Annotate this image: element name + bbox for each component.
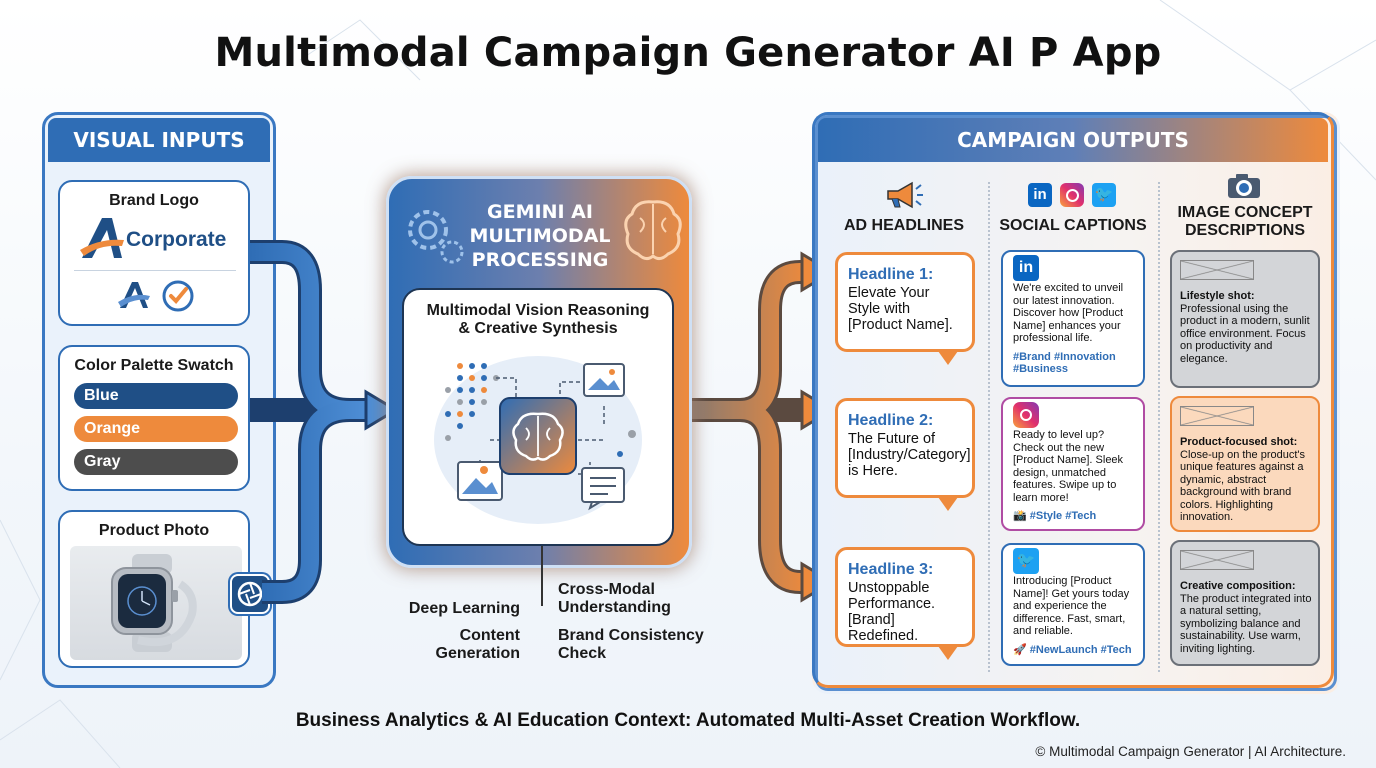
document-icon xyxy=(581,467,625,511)
swatch-blue: Blue xyxy=(74,383,238,409)
synthesis-title-line2: & Creative Synthesis xyxy=(458,320,618,337)
twitter-icon: 🐦 xyxy=(1092,183,1116,207)
brand-logo-card: Brand Logo Corporate xyxy=(58,180,250,326)
concept-creative-text: The product integrated into a natural se… xyxy=(1180,592,1312,655)
headline-2-text: The Future of [Industry/Category] is Her… xyxy=(848,431,971,479)
gemini-title-line2: MULTIMODAL xyxy=(469,225,611,247)
palette-title: Color Palette Swatch xyxy=(74,357,234,374)
concept-creative-label: Creative composition: xyxy=(1180,580,1296,592)
copyright-text: © Multimodal Campaign Generator | AI Arc… xyxy=(1035,744,1346,759)
visual-inputs-header: VISUAL INPUTS xyxy=(48,118,270,162)
feature-cross-modal-line2: Understanding xyxy=(558,599,671,616)
logo-divider xyxy=(74,270,236,271)
gemini-title: GEMINI AI MULTIMODAL PROCESSING xyxy=(440,200,640,272)
gemini-title-line1: GEMINI AI xyxy=(487,201,593,223)
headline-bubble-1: Headline 1: Elevate Your Style with [Pro… xyxy=(835,252,975,352)
caption-linkedin-text: We're excited to unveil our latest innov… xyxy=(1013,282,1124,344)
feature-cross-modal-line1: Cross-Modal xyxy=(558,581,655,598)
col-ad-headlines: AD HEADLINES xyxy=(843,217,964,234)
concept-creative-placeholder-icon xyxy=(1180,550,1254,570)
logo-mark-icon xyxy=(118,282,150,308)
campaign-outputs-frame xyxy=(812,112,1334,688)
col-image-concepts-line2: DESCRIPTIONS xyxy=(1184,222,1305,239)
ai-brain-chip-icon xyxy=(499,397,577,475)
concept-product-label: Product-focused shot: xyxy=(1180,436,1298,448)
instagram-icon xyxy=(1060,183,1084,207)
camera-icon xyxy=(1228,174,1260,198)
feature-content-generation-line2: Generation xyxy=(435,645,520,662)
col-image-concepts-line1: IMAGE CONCEPT xyxy=(1177,204,1313,221)
product-photo-card: Product Photo xyxy=(58,510,250,668)
concept-lifestyle-label: Lifestyle shot: xyxy=(1180,290,1255,302)
feature-deep-learning: Deep Learning xyxy=(408,600,520,617)
caption-twitter-text: Introducing [Product Name]! Get yours to… xyxy=(1013,575,1130,637)
headline-1-text: Elevate Your Style with [Product Name]. xyxy=(848,285,953,333)
column-divider-2 xyxy=(1158,182,1160,672)
col-social-captions: SOCIAL CAPTIONS xyxy=(999,217,1147,234)
caption-twitter-icon: 🐦 xyxy=(1013,548,1039,574)
page-title: Multimodal Campaign Generator AI P App xyxy=(214,30,1162,76)
synthesis-title-line1: Multimodal Vision Reasoning xyxy=(426,302,650,319)
concept-product-placeholder-icon xyxy=(1180,406,1254,426)
headline-3-text: Unstoppable Performance. [Brand] Redefin… xyxy=(848,580,936,644)
swatch-gray: Gray xyxy=(74,449,238,475)
concept-creative: Creative composition: The product integr… xyxy=(1170,540,1320,666)
feature-content-generation-line1: Content xyxy=(459,627,520,644)
swatch-orange: Orange xyxy=(74,416,238,442)
gemini-title-line3: PROCESSING xyxy=(471,249,609,271)
caption-twitter-tags: 🚀 #NewLaunch #Tech xyxy=(1013,643,1132,656)
headline-3-tail xyxy=(938,646,958,660)
headline-3-label: Headline 3: xyxy=(848,561,934,578)
feature-divider xyxy=(541,546,543,606)
synthesis-title: Multimodal Vision Reasoning & Creative S… xyxy=(410,302,666,338)
headline-2-tail xyxy=(938,497,958,511)
data-dots xyxy=(445,363,636,457)
headline-1-tail xyxy=(938,351,958,365)
brand-logo-title: Brand Logo xyxy=(109,192,199,209)
aperture-icon xyxy=(237,581,263,607)
image-icon-bottom xyxy=(457,461,503,501)
caption-instagram-icon xyxy=(1013,402,1039,428)
concept-product-text: Close-up on the product's unique feature… xyxy=(1180,448,1306,524)
feature-cross-modal: Cross-Modal Understanding xyxy=(558,581,671,617)
headline-bubble-2: Headline 2: The Future of [Industry/Cate… xyxy=(835,398,975,498)
column-divider-1 xyxy=(988,182,990,672)
caption-twitter: 🐦 Introducing [Product Name]! Get yours … xyxy=(1001,543,1145,666)
concept-lifestyle-placeholder-icon xyxy=(1180,260,1254,280)
context-footer: Business Analytics & AI Education Contex… xyxy=(295,710,1081,731)
feature-brand-consistency-line2: Check xyxy=(558,645,607,662)
headline-bubble-3: Headline 3: Unstoppable Performance. [Br… xyxy=(835,547,975,647)
logo-wordmark: Corporate xyxy=(126,228,227,251)
caption-linkedin-tags: #Brand #Innovation #Business xyxy=(1013,350,1116,376)
concept-product-focused: Product-focused shot: Close-up on the pr… xyxy=(1170,396,1320,532)
concept-lifestyle: Lifestyle shot: Professional using the p… xyxy=(1170,250,1320,388)
product-photo-title: Product Photo xyxy=(98,522,210,539)
headline-1-label: Headline 1: xyxy=(848,266,934,283)
concept-lifestyle-text: Professional using the product in a mode… xyxy=(1180,302,1310,365)
feature-brand-consistency-line1: Brand Consistency xyxy=(558,627,704,644)
caption-instagram-text: Ready to level up? Check out the new [Pr… xyxy=(1013,429,1124,504)
color-palette-card: Color Palette Swatch Blue Orange Gray xyxy=(58,345,250,491)
smartwatch-icon xyxy=(111,554,197,652)
linkedin-icon: in xyxy=(1028,183,1052,207)
feature-content-generation: Content Generation xyxy=(406,627,520,663)
brain-outline-icon xyxy=(624,200,682,261)
campaign-outputs-header: CAMPAIGN OUTPUTS xyxy=(818,118,1328,162)
checkmark-badge-icon xyxy=(162,280,194,312)
caption-instagram: Ready to level up? Check out the new [Pr… xyxy=(1001,397,1145,531)
headline-2-label: Headline 2: xyxy=(848,412,934,429)
caption-linkedin-icon: in xyxy=(1013,255,1039,281)
feature-brand-consistency: Brand Consistency Check xyxy=(558,627,704,663)
megaphone-icon xyxy=(887,181,923,209)
image-icon-top xyxy=(583,363,625,397)
caption-instagram-tags: 📸 #Style #Tech xyxy=(1013,510,1097,522)
synthesis-illustration xyxy=(434,356,642,524)
product-photo xyxy=(70,546,242,660)
caption-linkedin: in We're excited to unveil our latest in… xyxy=(1001,250,1145,387)
gears-icon xyxy=(408,210,464,264)
corporate-logo-icon xyxy=(80,218,124,258)
col-image-concepts: IMAGE CONCEPT DESCRIPTIONS xyxy=(1164,204,1326,240)
